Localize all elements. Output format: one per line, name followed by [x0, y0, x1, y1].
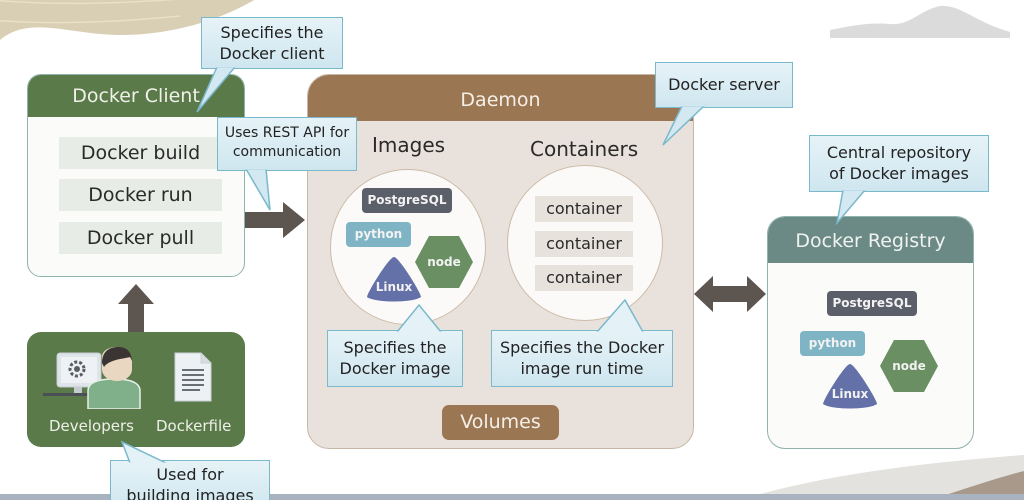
decorative-hill-bottom-right	[740, 455, 1024, 500]
daemon-title: Daemon	[308, 75, 693, 121]
linux-registry-shape: Linux	[823, 364, 877, 409]
arrow-client-to-daemon	[245, 202, 305, 238]
callout-docker-image: Specifies the Docker image	[327, 330, 463, 387]
callout-tail	[396, 303, 442, 333]
developer-at-computer-icon	[43, 347, 141, 409]
node-label: node	[427, 255, 461, 269]
arrow-developers-to-client	[118, 284, 154, 334]
callout-docker-runtime: Specifies the Docker image run time	[491, 330, 673, 387]
node-label: node	[892, 359, 926, 373]
callout-text: image run time	[520, 359, 644, 378]
node-registry-hexagon: node	[880, 340, 938, 392]
postgresql-registry-badge: PostgreSQL	[827, 291, 917, 316]
docker-pull-command: Docker pull	[59, 222, 222, 254]
callout-rest-api: Uses REST API for communication	[217, 117, 357, 171]
callout-tail	[662, 105, 706, 146]
callout-registry: Central repository of Docker images	[809, 135, 989, 192]
decorative-wave-top-left	[0, 0, 255, 40]
callout-docker-client: Specifies the Docker client	[201, 17, 343, 69]
dockerfile-document-icon	[174, 352, 212, 402]
linux-label: Linux	[832, 387, 869, 401]
postgresql-image-badge: PostgreSQL	[362, 188, 452, 213]
callout-text: Used for	[156, 465, 224, 484]
docker-build-command: Docker build	[59, 137, 222, 169]
callout-text: Uses REST API for	[224, 125, 350, 141]
callout-text: building images	[126, 486, 254, 500]
callout-building-images: Used for building images	[110, 460, 270, 500]
decorative-hill-top-right	[830, 5, 1010, 38]
callout-tail	[835, 189, 867, 225]
dockerfile-label: Dockerfile	[156, 417, 232, 435]
node-image-hexagon: node	[415, 236, 473, 288]
docker-registry-title: Docker Registry	[768, 217, 973, 263]
container-item: container	[535, 265, 633, 291]
callout-text: Docker server	[668, 75, 780, 94]
callout-tail	[196, 66, 237, 113]
docker-registry-box: Docker Registry PostgreSQL python node L…	[767, 216, 974, 449]
linux-image-shape: Linux	[367, 257, 421, 302]
callout-tail	[596, 298, 644, 333]
callout-text: of Docker images	[829, 164, 969, 183]
callout-tail	[244, 168, 271, 211]
callout-text: Specifies the Docker	[499, 338, 665, 357]
containers-title: Containers	[530, 137, 639, 161]
images-title: Images	[372, 133, 446, 157]
docker-run-command: Docker run	[59, 179, 222, 211]
callout-text: Central repository	[826, 143, 972, 162]
container-item: container	[535, 196, 633, 222]
callout-text: Docker image	[339, 359, 451, 378]
callout-tail	[120, 440, 167, 464]
daemon-box: Daemon Images Containers PostgreSQL pyth…	[307, 74, 694, 449]
developers-box: Developers Dockerfile	[27, 332, 245, 447]
callout-text: Docker client	[219, 44, 325, 63]
developers-label: Developers	[49, 417, 134, 435]
callout-text: communication	[232, 144, 342, 160]
volumes-label: Volumes	[442, 405, 559, 440]
callout-docker-server: Docker server	[655, 62, 793, 108]
bottom-bar	[0, 494, 1024, 500]
python-image-badge: python	[346, 222, 411, 247]
callout-text: Specifies the	[220, 23, 324, 42]
container-item: container	[535, 231, 633, 257]
python-registry-badge: python	[800, 331, 865, 356]
arrow-daemon-registry-bidirectional	[694, 276, 766, 312]
callout-text: Specifies the	[343, 338, 447, 357]
linux-label: Linux	[376, 280, 413, 294]
